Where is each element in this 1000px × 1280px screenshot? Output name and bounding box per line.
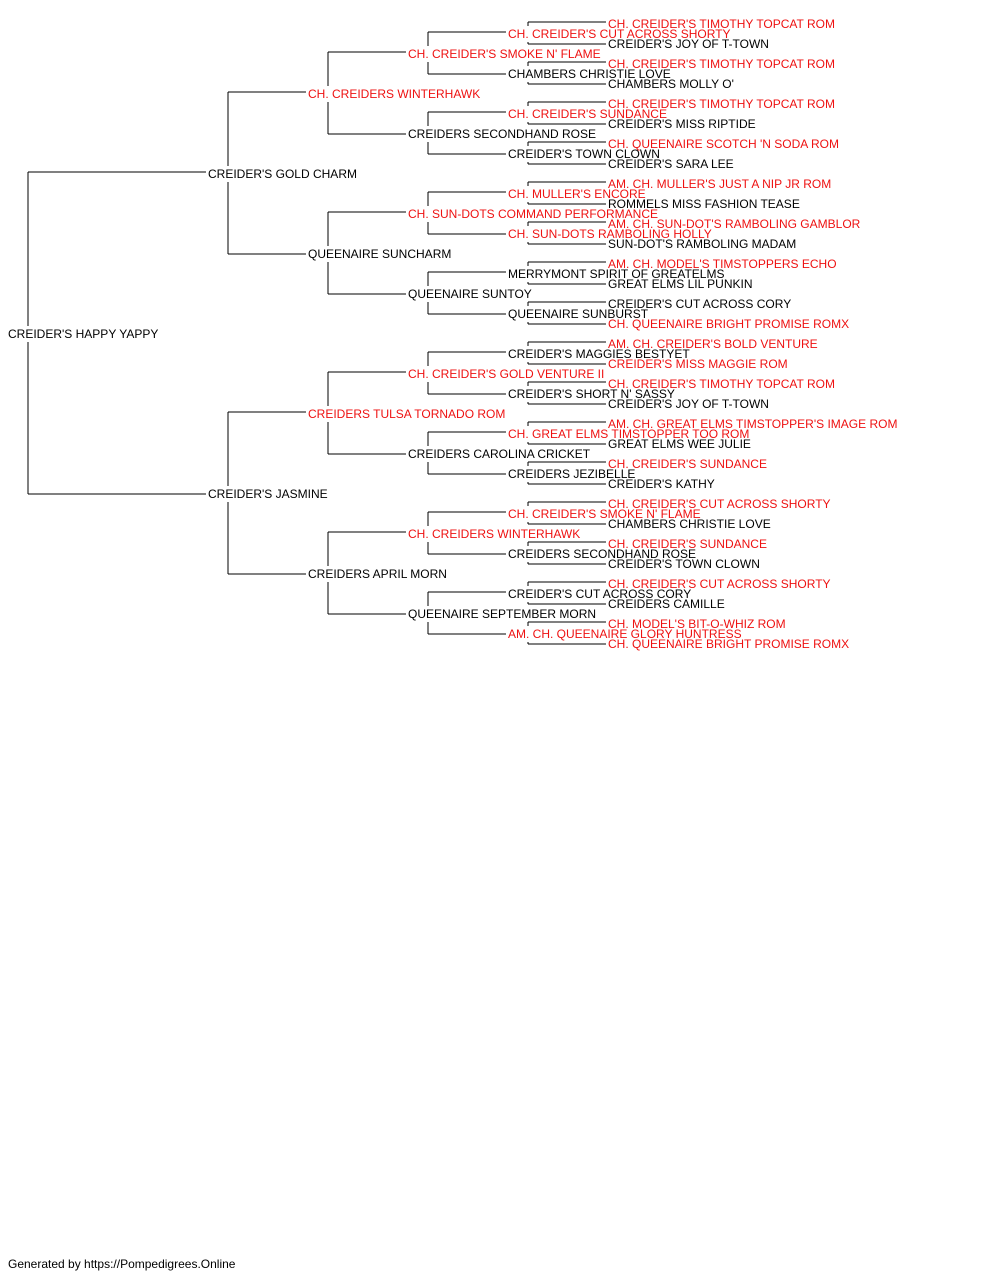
ancestor-name: CH. CREIDER'S CUT ACROSS SHORTY <box>608 497 831 511</box>
ancestor-name: CH. CREIDER'S CUT ACROSS SHORTY <box>608 577 831 591</box>
ancestor-name: CREIDERS SECONDHAND ROSE <box>508 547 696 561</box>
ancestor-name: CREIDER'S JOY OF T-TOWN <box>608 37 769 51</box>
ancestor-name: SUN-DOT'S RAMBOLING MADAM <box>608 237 796 251</box>
ancestor-name: GREAT ELMS LIL PUNKIN <box>608 277 753 291</box>
ancestor-name: CH. CREIDER'S SMOKE N' FLAME <box>508 507 701 521</box>
ancestor-name: CH. CREIDER'S SUNDANCE <box>608 457 767 471</box>
ancestor-name: CREIDERS JEZIBELLE <box>508 467 635 481</box>
ancestor-name: CREIDER'S MAGGIES BESTYET <box>508 347 690 361</box>
ancestor-name: GREAT ELMS WEE JULIE <box>608 437 751 451</box>
ancestor-name: CHAMBERS CHRISTIE LOVE <box>608 517 771 531</box>
ancestor-labels: CREIDER'S HAPPY YAPPY CREIDER'S GOLD CHAR… <box>8 17 897 651</box>
ancestor-name: AM. CH. MODEL'S TIMSTOPPERS ECHO <box>608 257 837 271</box>
ancestor-name: CH. MULLER'S ENCORE <box>508 187 646 201</box>
ancestor-name: AM. CH. CREIDER'S BOLD VENTURE <box>608 337 818 351</box>
ancestor-name: AM. CH. QUEENAIRE GLORY HUNTRESS <box>508 627 742 641</box>
ancestor-name: CREIDER'S MISS RIPTIDE <box>608 117 756 131</box>
ancestor-name: QUEENAIRE SUNTOY <box>408 287 532 301</box>
ancestor-name: CREIDERS TULSA TORNADO ROM <box>308 407 505 421</box>
ancestor-name: CH. CREIDER'S TIMOTHY TOPCAT ROM <box>608 377 835 391</box>
ancestor-name: CREIDERS CAMILLE <box>608 597 725 611</box>
ancestor-name: CH. CREIDER'S SMOKE N' FLAME <box>408 47 601 61</box>
ancestor-name: AM. CH. MULLER'S JUST A NIP JR ROM <box>608 177 831 191</box>
ancestor-name: CH. MODEL'S BIT-O-WHIZ ROM <box>608 617 786 631</box>
ancestor-name: CREIDER'S HAPPY YAPPY <box>8 327 158 341</box>
ancestor-name: CH. CREIDER'S TIMOTHY TOPCAT ROM <box>608 97 835 111</box>
ancestor-name: CH. QUEENAIRE BRIGHT PROMISE ROMX <box>608 637 849 651</box>
ancestor-name: CREIDER'S JOY OF T-TOWN <box>608 397 769 411</box>
ancestor-name: CREIDER'S KATHY <box>608 477 715 491</box>
footer-credit: Generated by https://Pompedigrees.Online <box>8 1257 236 1271</box>
ancestor-name: CH. SUN-DOTS COMMAND PERFORMANCE <box>408 207 658 221</box>
pedigree-tree: CREIDER'S HAPPY YAPPY CREIDER'S GOLD CHAR… <box>8 17 897 651</box>
ancestor-name: CREIDER'S SARA LEE <box>608 157 734 171</box>
ancestor-name: ROMMELS MISS FASHION TEASE <box>608 197 800 211</box>
ancestor-name: QUEENAIRE SUNBURST <box>508 307 649 321</box>
ancestor-name: CREIDER'S TOWN CLOWN <box>508 147 660 161</box>
ancestor-name: CH. CREIDERS WINTERHAWK <box>408 527 580 541</box>
ancestor-name: CREIDER'S CUT ACROSS CORY <box>608 297 791 311</box>
ancestor-name: CREIDER'S GOLD CHARM <box>208 167 357 181</box>
ancestor-name: MERRYMONT SPIRIT OF GREATELMS <box>508 267 724 281</box>
ancestor-name: CREIDER'S JASMINE <box>208 487 328 501</box>
ancestor-name: CH. CREIDERS WINTERHAWK <box>308 87 480 101</box>
ancestor-name: AM. CH. SUN-DOT'S RAMBOLING GAMBLOR <box>608 217 861 231</box>
ancestor-name: CH. CREIDER'S TIMOTHY TOPCAT ROM <box>608 17 835 31</box>
connector-lines <box>27 21 606 645</box>
ancestor-name: CREIDER'S CUT ACROSS CORY <box>508 587 691 601</box>
ancestor-name: CHAMBERS MOLLY O' <box>608 77 734 91</box>
ancestor-name: AM. CH. GREAT ELMS TIMSTOPPER'S IMAGE RO… <box>608 417 897 431</box>
ancestor-name: CH. CREIDER'S TIMOTHY TOPCAT ROM <box>608 57 835 71</box>
ancestor-name: CH. CREIDER'S GOLD VENTURE II <box>408 367 604 381</box>
ancestor-name: CH. CREIDER'S CUT ACROSS SHORTY <box>508 27 731 41</box>
ancestor-name: QUEENAIRE SEPTEMBER MORN <box>408 607 596 621</box>
ancestor-name: CHAMBERS CHRISTIE LOVE <box>508 67 671 81</box>
ancestor-name: CH. QUEENAIRE SCOTCH 'N SODA ROM <box>608 137 839 151</box>
ancestor-name: CREIDERS APRIL MORN <box>308 567 447 581</box>
ancestor-name: QUEENAIRE SUNCHARM <box>308 247 451 261</box>
ancestor-name: CREIDERS SECONDHAND ROSE <box>408 127 596 141</box>
ancestor-name: CH. QUEENAIRE BRIGHT PROMISE ROMX <box>608 317 849 331</box>
ancestor-name: CREIDER'S TOWN CLOWN <box>608 557 760 571</box>
ancestor-name: CH. GREAT ELMS TIMSTOPPER TOO ROM <box>508 427 749 441</box>
ancestor-name: CH. CREIDER'S SUNDANCE <box>608 537 767 551</box>
ancestor-name: CREIDER'S SHORT N' SASSY <box>508 387 675 401</box>
ancestor-name: CH. SUN-DOTS RAMBOLING HOLLY <box>508 227 712 241</box>
ancestor-name: CH. CREIDER'S SUNDANCE <box>508 107 667 121</box>
ancestor-name: CREIDERS CAROLINA CRICKET <box>408 447 591 461</box>
ancestor-name: CREIDER'S MISS MAGGIE ROM <box>608 357 788 371</box>
